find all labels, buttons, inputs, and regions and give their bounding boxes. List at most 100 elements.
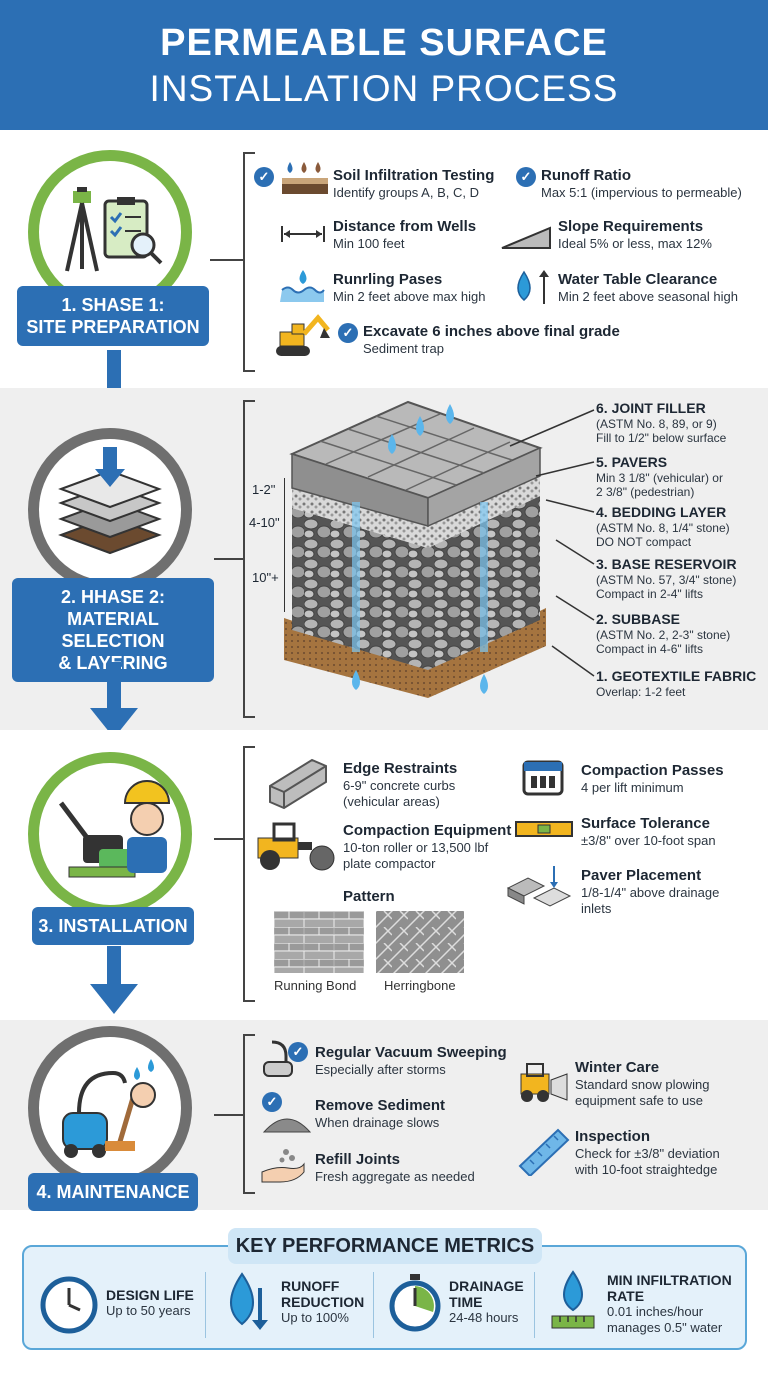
dim-label-base: 4-10"	[249, 515, 280, 530]
item-title: Remove Sediment	[315, 1097, 446, 1114]
calendar-icon	[522, 760, 564, 796]
water-wave-icon	[280, 270, 325, 302]
item-sub: Fresh aggregate as needed	[315, 1169, 475, 1184]
phase-2-bracket	[243, 400, 255, 718]
layer-title: 5. PAVERS	[596, 454, 668, 470]
item-sub: equipment safe to use	[575, 1093, 703, 1108]
hand-refill-icon	[261, 1149, 305, 1183]
item-sub: Max 5:1 (impervious to permeable)	[541, 185, 742, 200]
item-title: Paver Placement	[581, 867, 702, 884]
layer-joint-filler: 6. JOINT FILLER (ASTM No. 8, 89, or 9) F…	[596, 400, 726, 445]
check-icon: ✓	[262, 1092, 282, 1112]
refill-joints-item: Refill Joints Fresh aggregate as needed	[315, 1151, 475, 1185]
layer-leader-lines	[509, 409, 595, 677]
item-title: Refill Joints	[315, 1151, 401, 1168]
pavement-cross-section	[284, 400, 546, 698]
phase-4-bracket	[243, 1034, 255, 1194]
soil-test-icon	[282, 162, 328, 194]
item-sub: ±3/8" over 10-foot span	[581, 833, 716, 848]
slope-requirements-item: Slope Requirements Ideal 5% or less, max…	[558, 218, 712, 252]
metric-title: REDUCTION	[281, 1294, 365, 1310]
dim-label-bedding: 1-2"	[252, 482, 276, 497]
item-sub: Min 100 feet	[333, 236, 405, 251]
item-title: Excavate 6 inches above final grade	[363, 323, 620, 340]
runoff-ratio-item: Runoff Ratio Max 5:1 (impervious to perm…	[541, 167, 742, 201]
layer-title: 3. BASE RESERVOIR	[596, 556, 737, 572]
pattern-title: Pattern	[343, 888, 395, 905]
metric-runoff-reduction: RUNOFF REDUCTION Up to 100%	[281, 1278, 364, 1326]
inspection-item: Inspection Check for ±3/8" deviation wit…	[575, 1128, 720, 1178]
dimension-line	[284, 478, 285, 612]
item-title: Compaction Passes	[581, 762, 724, 779]
layers-icon	[58, 447, 162, 555]
layer-geotextile: 1. GEOTEXTILE FABRIC Overlap: 1-2 feet	[596, 668, 756, 699]
water-table-item: Water Table Clearance Min 2 feet above s…	[558, 271, 738, 305]
phase-1-bracket	[243, 152, 255, 372]
excavator-icon	[276, 314, 330, 356]
metric-divider	[373, 1272, 374, 1338]
header-banner: PERMEABLE SURFACE INSTALLATION PROCESS	[0, 0, 768, 130]
phase-1-connector	[210, 259, 244, 261]
flow-arrow-down-icon	[90, 662, 138, 738]
layer-title: 1. GEOTEXTILE FABRIC	[596, 668, 757, 684]
item-sub: 6-9" concrete curbs	[343, 778, 456, 793]
phase-3-label: 3. INSTALLATION	[32, 907, 194, 945]
item-sub: Min 2 feet above seasonal high	[558, 289, 738, 304]
item-sub: Ideal 5% or less, max 12%	[558, 236, 712, 251]
item-title: Inspection	[575, 1128, 651, 1145]
slope-icon	[501, 226, 551, 249]
check-icon: ✓	[288, 1042, 308, 1062]
vacuum-cleaner-icon	[62, 1059, 156, 1158]
phase-3-circle	[28, 752, 192, 916]
metrics-title: KEY PERFORMANCE METRICS	[228, 1228, 542, 1264]
metric-drainage-time: DRAINAGE TIME 24-48 hours	[449, 1278, 524, 1326]
layer-title: 6. JOINT FILLER	[596, 400, 706, 416]
phase-2-circle	[28, 428, 192, 592]
item-sub: Standard snow plowing	[575, 1077, 710, 1092]
phase-3-label-text: 3. INSTALLATION	[38, 916, 188, 936]
phase-3-bracket	[243, 746, 255, 1002]
item-sub: 10-ton roller or 13,500 lbf	[343, 840, 489, 855]
edge-restraints-item: Edge Restraints 6-9" concrete curbs (veh…	[343, 760, 457, 810]
plate-compactor-icon	[59, 780, 171, 878]
metric-design-life: DESIGN LIFE Up to 50 years	[106, 1287, 194, 1319]
herringbone-pattern	[376, 911, 464, 973]
dim-label-subbase: 10"+	[252, 570, 279, 585]
title-line-1: PERMEABLE SURFACE	[160, 22, 608, 64]
phase-1-label: 1. SHASE 1: SITE PREPARATION	[17, 286, 209, 346]
layer-base-reservoir: 3. BASE RESERVOIR (ASTM No. 57, 3/4" sto…	[596, 556, 737, 601]
item-title: Edge Restraints	[343, 760, 458, 777]
infiltration-drop-icon	[551, 1270, 595, 1329]
item-sub: inlets	[581, 901, 612, 916]
check-icon: ✓	[254, 167, 274, 187]
layer-sub: 2 3/8" (pedestrian)	[596, 485, 695, 499]
phase-2-connector	[214, 558, 244, 560]
item-sub: Identify groups A, B, C, D	[333, 185, 479, 200]
straightedge-icon	[518, 1128, 570, 1176]
metric-value: 0.01 inches/hour	[607, 1304, 704, 1319]
herringbone-caption: Herringbone	[384, 978, 456, 993]
metric-title: RUNOFF	[281, 1278, 340, 1294]
layer-sub: Min 3 1/8" (vehicular) or	[596, 471, 723, 485]
layer-pavers: 5. PAVERS Min 3 1/8" (vehicular) or 2 3/…	[596, 454, 723, 499]
title-line-2: INSTALLATION PROCESS	[149, 68, 619, 109]
metric-divider	[205, 1272, 206, 1338]
metric-title: MIN INFILTRATION	[607, 1272, 732, 1288]
sediment-pile-icon	[262, 1118, 312, 1133]
item-title: Water Table Clearance	[558, 271, 718, 288]
phase-1-label-line-2: SITE PREPARATION	[26, 317, 200, 337]
curb-icon	[269, 758, 327, 810]
metric-value: Up to 50 years	[106, 1303, 191, 1318]
item-title: Winter Care	[575, 1059, 660, 1076]
layer-sub: DO NOT compact	[596, 535, 692, 549]
paver-placement-icon	[506, 866, 572, 907]
layer-sub: (ASTM No. 8, 1/4" stone)	[596, 521, 730, 535]
distance-wells-item: Distance from Wells Min 100 feet	[333, 218, 476, 252]
phase-2-label-line-1: 2. HHASE 2:	[60, 587, 166, 607]
clock-icon	[40, 1276, 98, 1334]
metric-min-infiltration: MIN INFILTRATION RATE 0.01 inches/hour m…	[607, 1272, 732, 1336]
item-title: Slope Requirements	[558, 218, 704, 235]
winter-care-item: Winter Care Standard snow plowing equipm…	[575, 1059, 709, 1109]
item-title: Soil Infiltration Testing	[333, 167, 495, 184]
item-sub: Check for ±3/8" deviation	[575, 1146, 720, 1161]
